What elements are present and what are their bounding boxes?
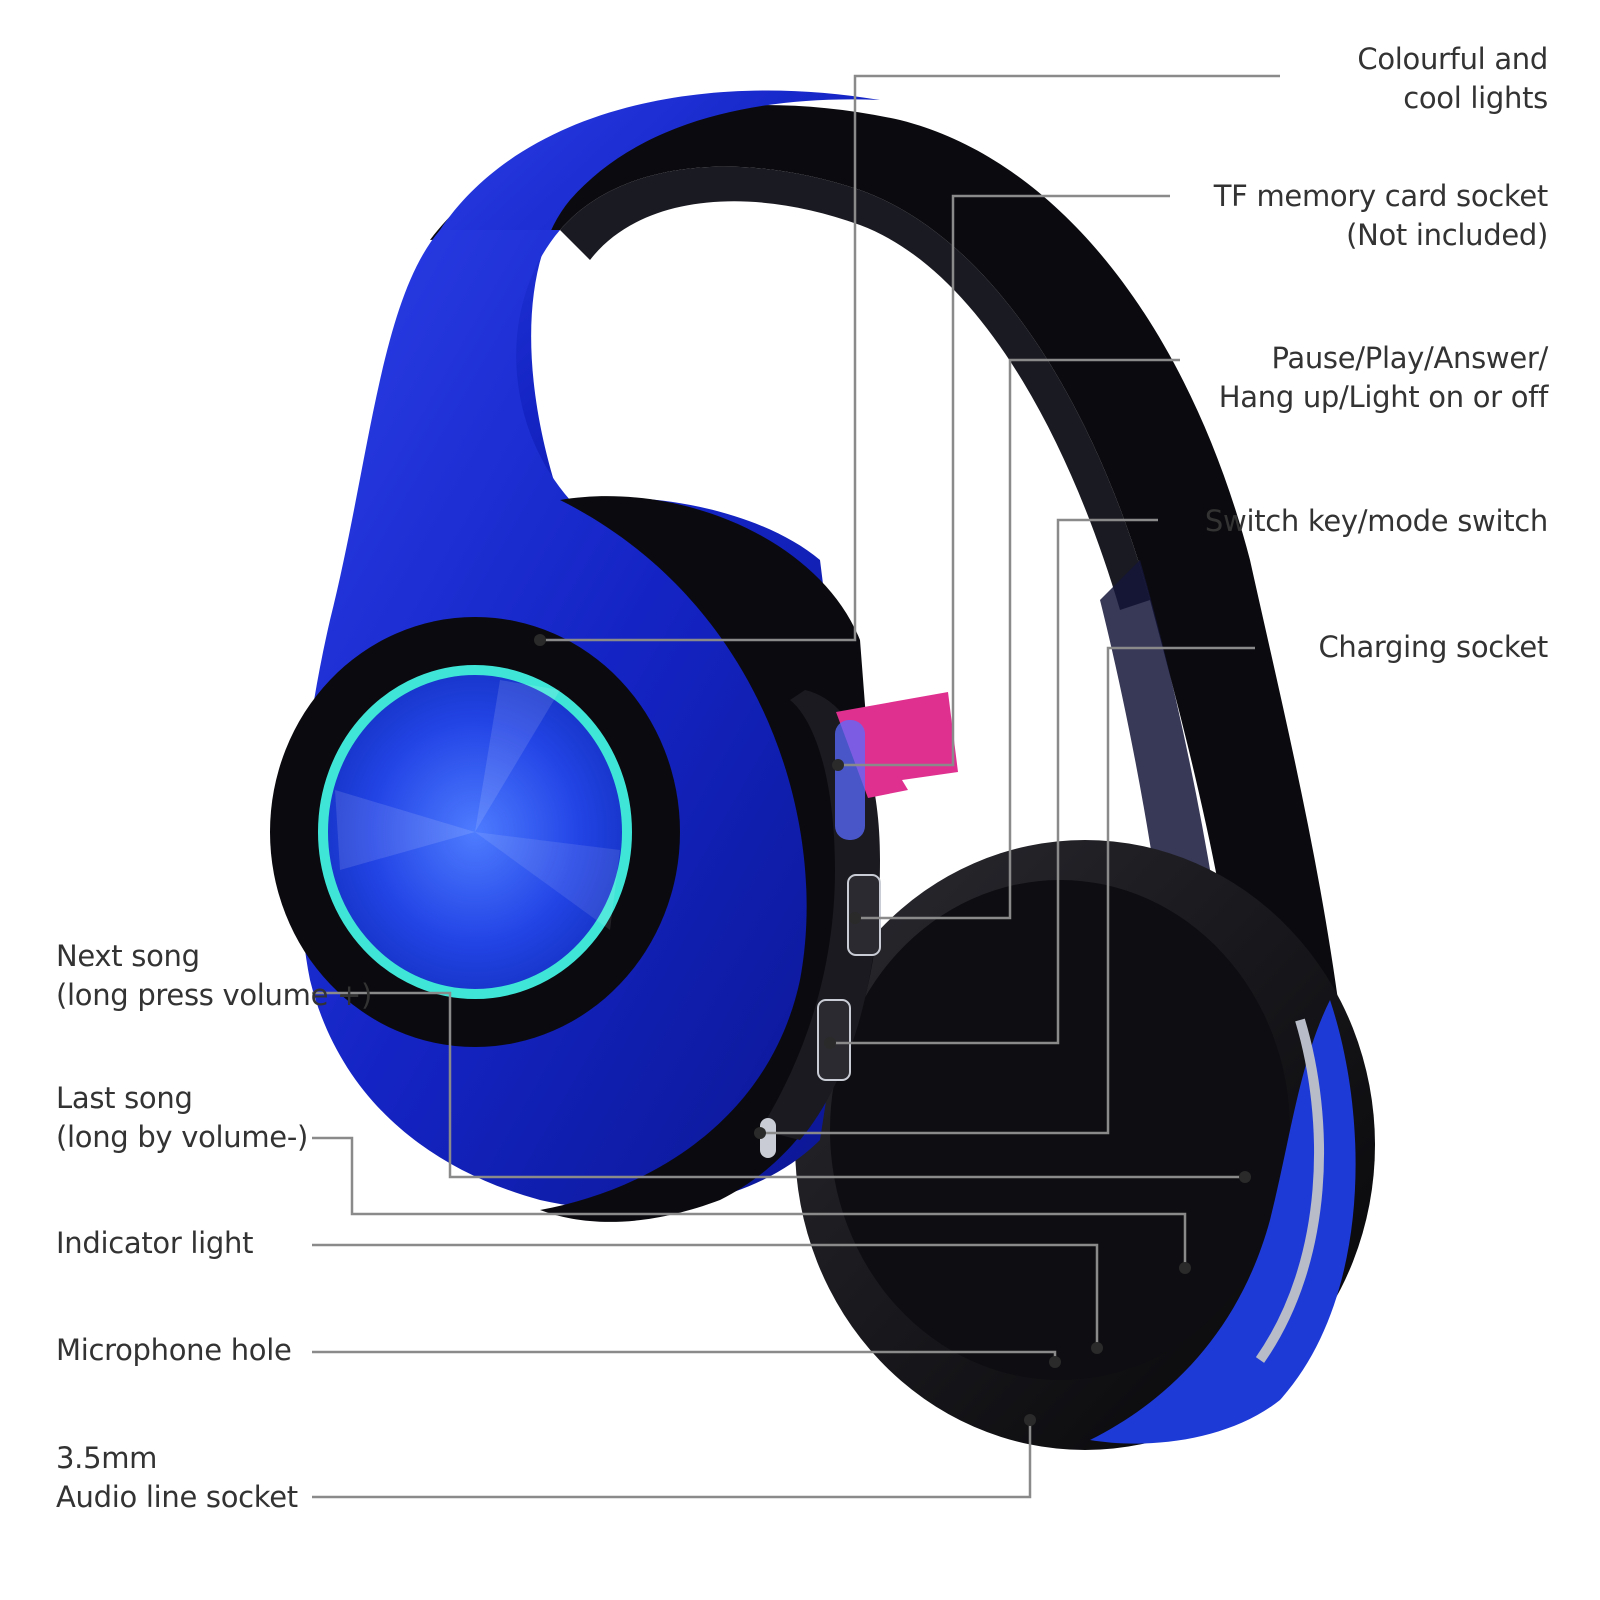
usb-port-icon — [760, 1118, 776, 1158]
label-indicator: Indicator light — [56, 1224, 253, 1263]
leader-switch-key — [830, 518, 1158, 1045]
play-button-icon — [847, 874, 881, 956]
leader-next-song — [312, 991, 1245, 1179]
label-colourful-lights-line1: Colourful and — [1357, 42, 1548, 76]
label-tf-socket-line2: (Not included) — [1346, 218, 1548, 252]
label-microphone: Microphone hole — [56, 1331, 292, 1370]
label-audio-socket-line1: 3.5mm — [56, 1441, 158, 1475]
controls-panel — [760, 692, 958, 1158]
label-colourful-lights: Colourful and cool lights — [1357, 40, 1548, 118]
right-earcup — [795, 840, 1375, 1450]
leader-indicator — [312, 1243, 1099, 1348]
label-switch-key-line1: Switch key/mode switch — [1204, 504, 1548, 538]
label-pause-play: Pause/Play/Answer/ Hang up/Light on or o… — [1218, 339, 1549, 417]
leader-last-song — [312, 1136, 1187, 1268]
label-last-song: Last song (long by volume-) — [56, 1079, 308, 1157]
label-charging: Charging socket — [1318, 628, 1548, 667]
leader-lines — [312, 74, 1280, 1499]
label-indicator-line1: Indicator light — [56, 1226, 254, 1260]
label-next-song-line1: Next song — [56, 939, 200, 973]
label-tf-socket: TF memory card socket (Not included) — [1213, 177, 1549, 255]
label-pause-play-line2: Hang up/Light on or off — [1218, 380, 1549, 414]
label-colourful-lights-line2: cool lights — [1403, 81, 1548, 115]
label-switch-key: Switch key/mode switch — [1205, 502, 1548, 541]
label-audio-socket-line2: Audio line socket — [56, 1480, 298, 1514]
label-next-song-line2: (long press volume +) — [56, 978, 373, 1012]
leader-colourful-lights — [540, 74, 1280, 642]
label-tf-socket-line1: TF memory card socket — [1213, 179, 1549, 213]
label-audio-socket: 3.5mm Audio line socket — [56, 1439, 298, 1517]
label-last-song-line1: Last song — [56, 1081, 193, 1115]
label-pause-play-line1: Pause/Play/Answer/ — [1271, 341, 1549, 375]
leader-pause-play — [855, 358, 1180, 920]
tf-card-icon — [836, 692, 958, 798]
leader-tf-socket — [838, 194, 1170, 767]
label-microphone-line1: Microphone hole — [56, 1333, 292, 1367]
leader-charging — [760, 646, 1255, 1135]
leader-audio-socket — [312, 1420, 1032, 1499]
label-charging-line1: Charging socket — [1318, 630, 1548, 664]
left-earcup — [270, 230, 880, 1222]
label-next-song: Next song (long press volume +) — [56, 937, 372, 1015]
label-last-song-line2: (long by volume-) — [56, 1120, 309, 1154]
leader-endpoints — [534, 634, 1251, 1426]
